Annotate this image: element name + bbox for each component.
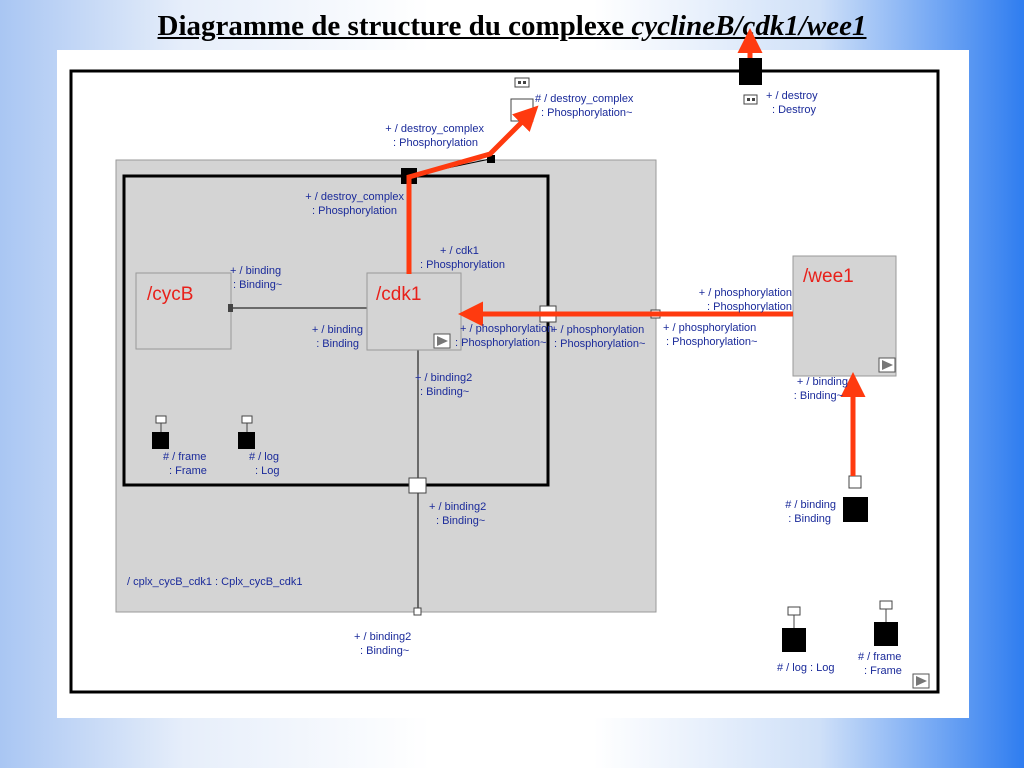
- cdk1-binding-label-1: + / binding: [312, 324, 363, 336]
- port-outer-destroy[interactable]: [487, 155, 495, 163]
- part-cdk1-label: /cdk1: [376, 284, 421, 305]
- inner-frame-label-1: # / frame: [163, 451, 206, 463]
- cdk1-port-label-1: + / cdk1: [440, 245, 479, 257]
- ext-binding-label-1: # / binding: [785, 499, 836, 511]
- cdk1-binding-label-2: : Binding: [316, 338, 359, 350]
- arrow-destroy-complex: [406, 105, 539, 274]
- inner-log-label-1: # / log: [249, 451, 279, 463]
- inner-log-port[interactable]: [238, 415, 255, 449]
- complex-part-panel[interactable]: [115, 159, 657, 613]
- cdk1-port-label-2: : Phosphorylation: [420, 259, 505, 271]
- cdk1-phos-label-1: + / phosphorylation: [460, 323, 553, 335]
- wee1-play-icon[interactable]: [878, 357, 896, 373]
- binding2-c-label-2: : Binding~: [360, 645, 409, 657]
- part-cycb-label: /cycB: [147, 284, 193, 305]
- outer-frame-label-2: : Frame: [864, 665, 902, 677]
- binding2-a-label-1: + / binding2: [415, 372, 472, 384]
- frame-play-icon[interactable]: [912, 673, 930, 689]
- binding2-b-label-1: + / binding2: [429, 501, 486, 513]
- port-outer-binding2[interactable]: [413, 607, 422, 616]
- port-destroy[interactable]: [739, 58, 762, 85]
- outer-log-label: # / log : Log: [777, 662, 835, 674]
- wee1-phos-label-1: + / phosphorylation: [699, 287, 792, 299]
- ext-binding-label-2: : Binding: [788, 513, 831, 525]
- inner-frame-label-2: : Frame: [169, 465, 207, 477]
- inner-edge-phos-label-1: + / phosphorylation: [551, 324, 644, 336]
- wee1-binding-label-1: + / binding: [797, 376, 848, 388]
- port-connector-icon: [514, 77, 530, 88]
- destroy-label-2: : Destroy: [772, 104, 817, 116]
- wee1-phos-label-2: : Phosphorylation: [707, 301, 792, 313]
- inner-complex-frame: [122, 174, 550, 487]
- outer-phos-label-1: + / phosphorylation: [663, 322, 756, 334]
- part-cdk1[interactable]: [366, 272, 462, 351]
- part-wee1-label: /wee1: [803, 266, 854, 287]
- destroy-connector-icon: [743, 94, 758, 105]
- wee1-binding-label-2: : Binding~: [794, 390, 843, 402]
- port-ext-binding[interactable]: [843, 497, 868, 522]
- complex-part-label: / cplx_cycB_cdk1 : Cplx_cycB_cdk1: [127, 576, 302, 588]
- outer-frame-label-1: # / frame: [858, 651, 901, 663]
- binding2-b-label-2: : Binding~: [436, 515, 485, 527]
- destroy-label-1: + / destroy: [766, 90, 818, 102]
- outer-log-port[interactable]: [782, 606, 806, 652]
- cdk1-play-icon[interactable]: [433, 333, 451, 349]
- top-port-label-2: : Phosphorylation~: [541, 107, 632, 119]
- binding2-a-label-2: : Binding~: [420, 386, 469, 398]
- binding2-c-label-1: + / binding2: [354, 631, 411, 643]
- inner-frame-port[interactable]: [152, 415, 169, 449]
- outer-frame-port[interactable]: [874, 600, 898, 646]
- inner-log-label-2: : Log: [255, 465, 279, 477]
- port-inner-binding2[interactable]: [408, 477, 427, 494]
- ext-binding-connector: [848, 475, 862, 489]
- cdk1-phos-label-2: : Phosphorylation~: [455, 337, 546, 349]
- port-cycb-binding[interactable]: [228, 304, 233, 312]
- outer-destroy-label-1: + / destroy_complex: [385, 123, 484, 135]
- inner-edge-phos-label-2: : Phosphorylation~: [554, 338, 645, 350]
- inner-destroy-label-1: + / destroy_complex: [305, 191, 404, 203]
- slide-title: Diagramme de structure du complexe cycli…: [157, 10, 867, 42]
- cycb-binding-label-1: + / binding: [230, 265, 281, 277]
- inner-destroy-label-2: : Phosphorylation: [312, 205, 397, 217]
- part-cycb[interactable]: [135, 272, 232, 350]
- top-port-label-1: # / destroy_complex: [535, 93, 634, 105]
- outer-phos-label-2: : Phosphorylation~: [666, 336, 757, 348]
- cycb-binding-label-2: : Binding~: [233, 279, 282, 291]
- outer-destroy-label-2: : Phosphorylation: [393, 137, 478, 149]
